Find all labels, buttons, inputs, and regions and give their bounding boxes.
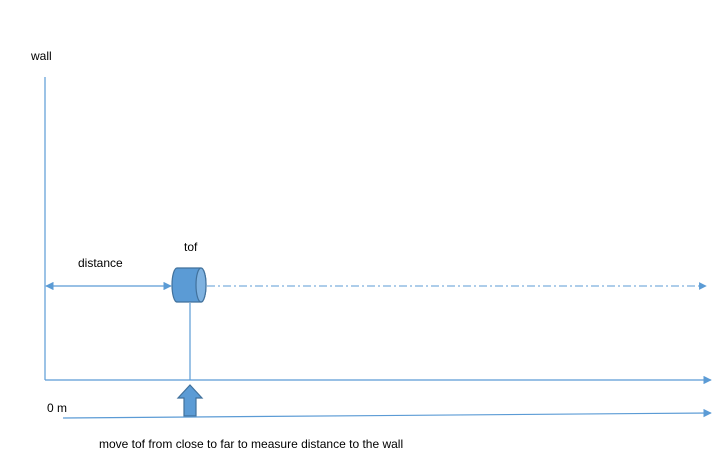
origin-label: 0 m [47,401,68,415]
motion-direction-arrow [62,408,712,419]
caption-text: move tof from close to far to measure di… [99,437,404,451]
move-up-arrow-icon [176,384,204,417]
wall-label: wall [31,49,52,63]
tof-label: tof [184,240,198,254]
tof-sensor-icon [171,267,207,303]
distance-label: distance [78,256,123,270]
